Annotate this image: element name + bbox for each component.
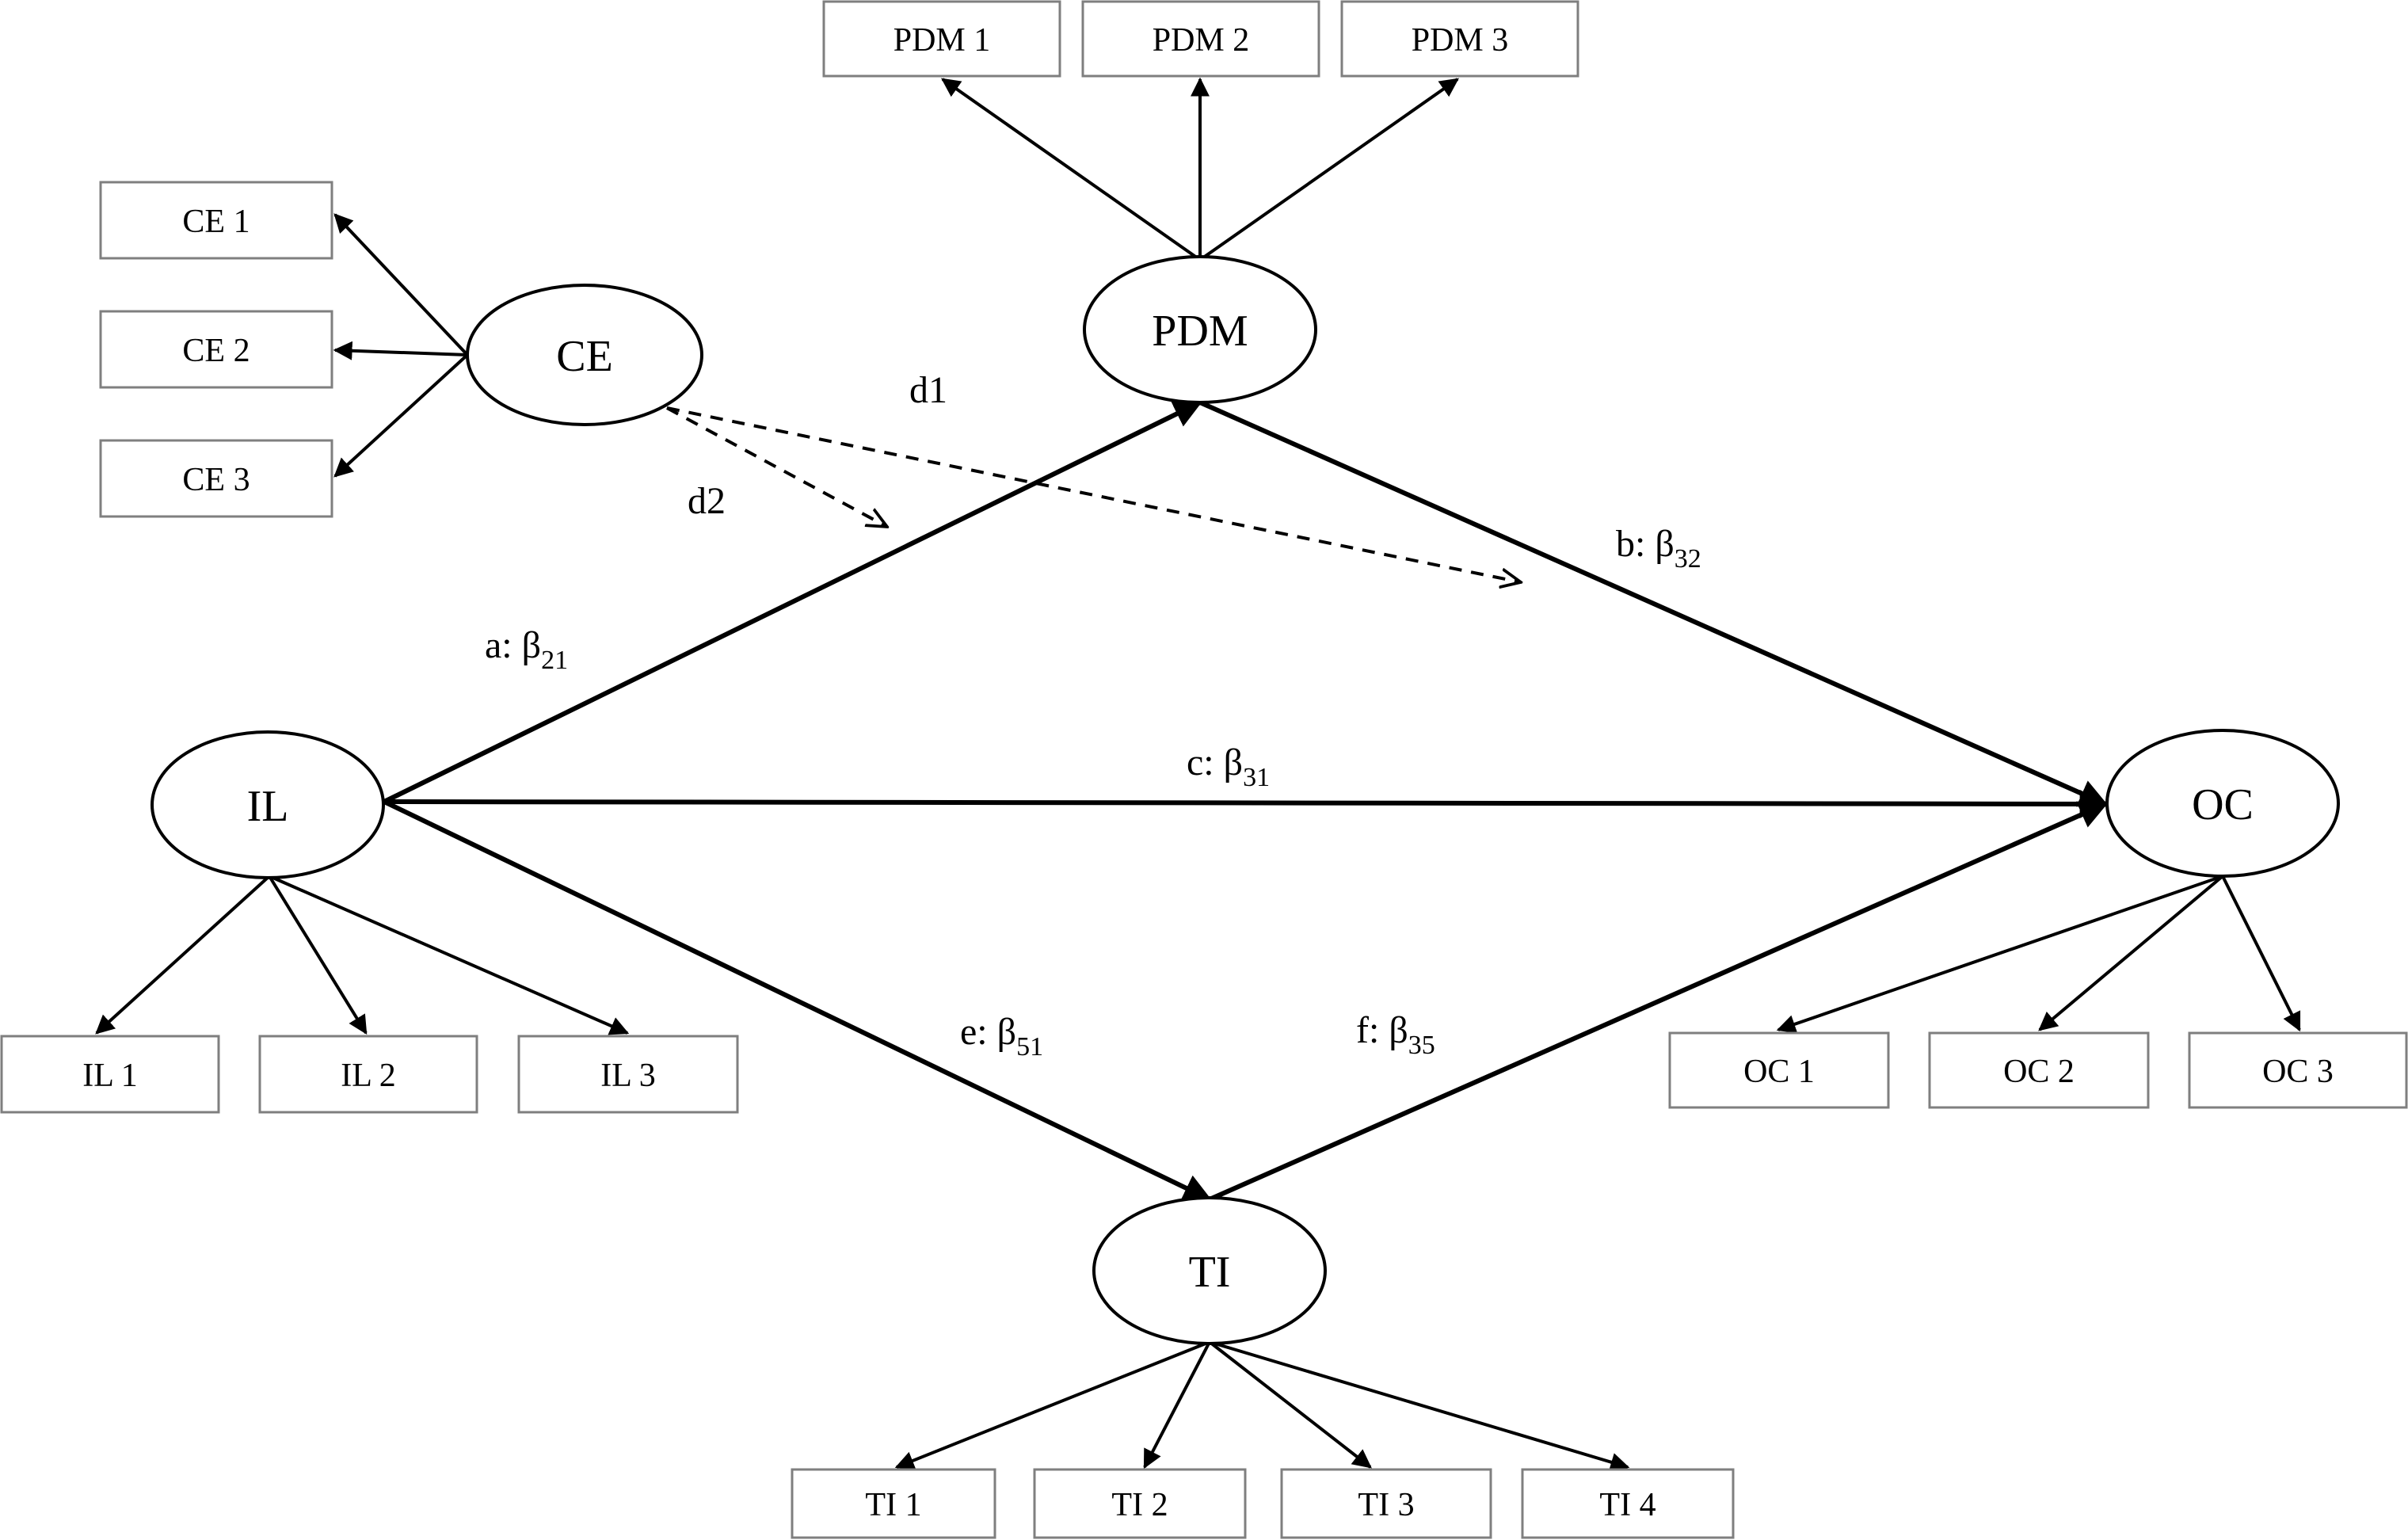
edge-ti-ti1 xyxy=(894,1340,1210,1470)
svg-text:TI 4: TI 4 xyxy=(1599,1487,1656,1523)
edge-il-il2 xyxy=(268,875,368,1035)
indicator-ti-1: TI 1 xyxy=(791,1468,996,1539)
indicator-ce-1: CE 1 xyxy=(99,181,333,260)
edge-ce-ce3 xyxy=(333,353,469,478)
path-f-ti-to-oc xyxy=(1208,801,2109,1202)
indicator-oc-2: OC 2 xyxy=(1928,1031,2150,1109)
svg-text:OC: OC xyxy=(2192,780,2254,829)
svg-text:OC 1: OC 1 xyxy=(1743,1054,1815,1090)
moderation-d1-edge xyxy=(666,406,1521,582)
latent-oc: OC xyxy=(2105,729,2340,878)
svg-text:CE 2: CE 2 xyxy=(182,333,250,369)
latent-ce: CE xyxy=(466,284,703,426)
edge-oc-oc2 xyxy=(2038,875,2224,1031)
edge-il-il3 xyxy=(269,875,630,1035)
latent-ti: TI xyxy=(1092,1196,1327,1345)
path-label-b: b: β32 xyxy=(1616,523,1701,574)
latent-il: IL xyxy=(150,730,385,879)
path-a-il-to-pdm xyxy=(383,400,1203,804)
indicator-oc-3: OC 3 xyxy=(2188,1031,2408,1109)
moderation-label-d2: d2 xyxy=(688,480,726,522)
svg-text:IL 2: IL 2 xyxy=(341,1058,396,1094)
edge-pdm-pdm1 xyxy=(941,78,1202,261)
edge-oc-oc3 xyxy=(2221,875,2301,1032)
svg-text:TI 1: TI 1 xyxy=(865,1487,921,1523)
indicator-pdm-1: PDM 1 xyxy=(822,0,1061,78)
indicator-ce-3: CE 3 xyxy=(99,439,333,518)
indicator-ti-3: TI 3 xyxy=(1280,1468,1492,1539)
svg-text:IL 1: IL 1 xyxy=(82,1058,138,1094)
edge-ti-ti3 xyxy=(1208,1340,1372,1469)
edge-ce-ce1 xyxy=(333,213,469,356)
edge-pdm-pdm3 xyxy=(1198,78,1459,261)
svg-text:IL 3: IL 3 xyxy=(600,1058,656,1094)
svg-text:PDM 1: PDM 1 xyxy=(893,22,991,59)
edge-il-il1 xyxy=(95,875,271,1035)
path-b-pdm-to-oc xyxy=(1198,400,2109,807)
loading-edges xyxy=(95,77,2301,1472)
svg-text:IL: IL xyxy=(247,782,289,831)
path-c-il-to-oc xyxy=(383,789,2109,818)
path-labels: a: β21 b: β32 c: β31 e: β51 f: β35 d1 d2 xyxy=(485,369,1701,1062)
svg-text:PDM: PDM xyxy=(1152,307,1248,356)
svg-text:TI 2: TI 2 xyxy=(1111,1487,1168,1523)
indicator-pdm-2: PDM 2 xyxy=(1081,0,1320,78)
svg-text:TI 3: TI 3 xyxy=(1358,1487,1414,1523)
structural-edges xyxy=(383,400,2109,1202)
edge-ti-ti4 xyxy=(1209,1340,1630,1472)
moderation-edges xyxy=(666,406,1521,582)
indicator-il-3: IL 3 xyxy=(517,1035,739,1114)
svg-text:OC 3: OC 3 xyxy=(2262,1054,2334,1090)
indicator-il-2: IL 2 xyxy=(258,1035,478,1114)
path-label-e: e: β51 xyxy=(960,1011,1043,1062)
latent-variables: CE PDM IL OC TI xyxy=(150,255,2340,1345)
indicator-pdm-3: PDM 3 xyxy=(1340,0,1579,78)
indicator-ti-4: TI 4 xyxy=(1521,1468,1735,1539)
edge-ce-ce2 xyxy=(333,341,468,360)
path-label-c: c: β31 xyxy=(1187,741,1270,792)
path-label-a: a: β21 xyxy=(485,624,568,675)
indicator-oc-1: OC 1 xyxy=(1668,1031,1890,1109)
indicator-ti-2: TI 2 xyxy=(1033,1468,1247,1539)
path-e-il-to-ti xyxy=(383,799,1213,1202)
svg-text:PDM 3: PDM 3 xyxy=(1412,22,1509,59)
svg-text:CE 3: CE 3 xyxy=(182,462,250,498)
indicator-ce-2: CE 2 xyxy=(99,310,333,389)
svg-text:OC 2: OC 2 xyxy=(2003,1054,2075,1090)
svg-text:TI: TI xyxy=(1189,1248,1231,1297)
latent-pdm: PDM xyxy=(1083,255,1317,404)
moderation-label-d1: d1 xyxy=(909,369,947,411)
path-label-f: f: β35 xyxy=(1356,1009,1435,1060)
indicator-il-1: IL 1 xyxy=(0,1035,220,1114)
svg-text:PDM 2: PDM 2 xyxy=(1153,22,1250,59)
svg-text:CE: CE xyxy=(556,332,613,381)
edge-oc-oc1 xyxy=(1776,875,2223,1034)
edge-ti-ti2 xyxy=(1143,1341,1211,1469)
svg-text:CE 1: CE 1 xyxy=(182,204,250,240)
moderation-d2-edge xyxy=(666,406,887,527)
